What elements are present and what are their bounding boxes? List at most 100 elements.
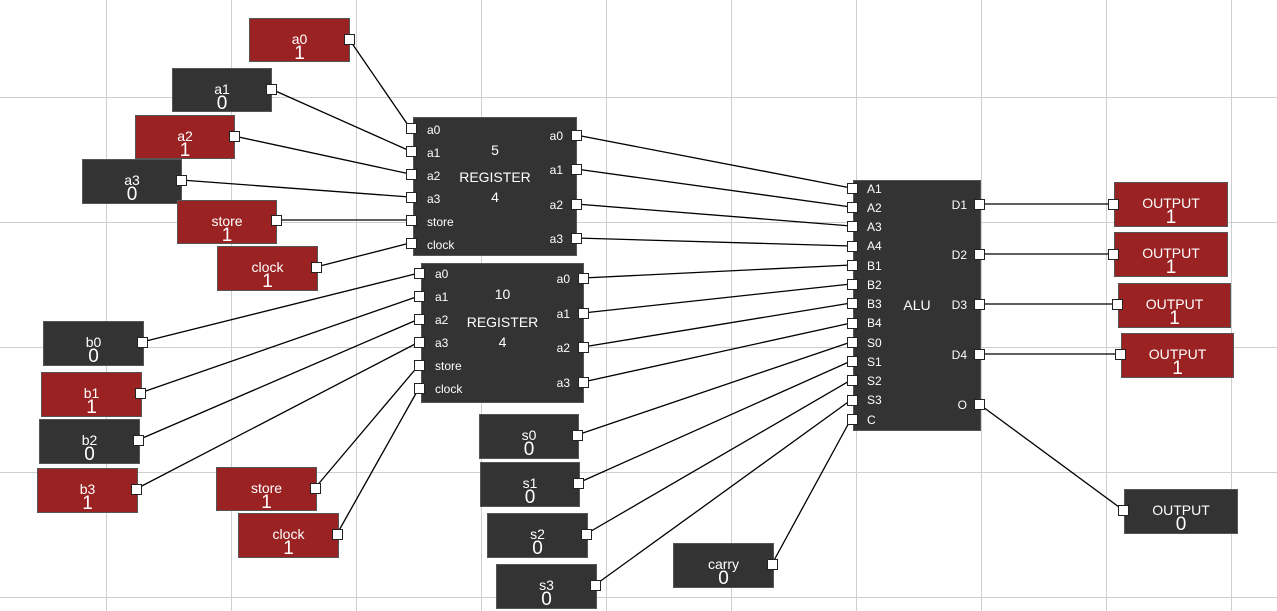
alu-port-out-o[interactable] xyxy=(974,399,985,410)
reg1-port-in-clock[interactable] xyxy=(406,238,417,249)
reg2-port-out-a2[interactable] xyxy=(578,342,589,353)
input-port-b3[interactable] xyxy=(131,484,142,495)
register-chip-1[interactable]: a0 a1 a2 a3 store clock a0 a1 a2 a3 5 RE… xyxy=(413,117,577,256)
input-port-a3[interactable] xyxy=(176,175,187,186)
output-label: OUTPUT xyxy=(1152,502,1210,518)
switch-label: a1 xyxy=(214,81,230,97)
alu-port-out-d3[interactable] xyxy=(974,299,985,310)
alu-in-b3-label: B3 xyxy=(867,297,882,311)
reg1-port-in-a3[interactable] xyxy=(406,192,417,203)
output-port-d2[interactable] xyxy=(1108,249,1119,260)
input-switch-store-2[interactable]: store 1 xyxy=(216,467,317,512)
output-port-d1[interactable] xyxy=(1108,199,1119,210)
alu-port-in-c[interactable] xyxy=(847,414,858,425)
input-switch-s1[interactable]: s1 0 xyxy=(480,462,580,507)
input-port-store-1[interactable] xyxy=(271,215,282,226)
reg1-port-out-a3[interactable] xyxy=(571,233,582,244)
input-port-s1[interactable] xyxy=(573,478,584,489)
input-switch-carry[interactable]: carry 0 xyxy=(673,543,774,588)
input-port-store-2[interactable] xyxy=(310,483,321,494)
input-switch-b0[interactable]: b0 0 xyxy=(43,321,144,366)
alu-port-out-d1[interactable] xyxy=(974,199,985,210)
reg2-port-in-a0[interactable] xyxy=(414,268,425,279)
input-switch-a2[interactable]: a2 1 xyxy=(135,115,235,160)
reg1-out-a2-label: a2 xyxy=(549,198,563,212)
input-port-s2[interactable] xyxy=(581,529,592,540)
reg1-port-out-a2[interactable] xyxy=(571,199,582,210)
reg2-port-in-a3[interactable] xyxy=(414,337,425,348)
input-port-b1[interactable] xyxy=(135,388,146,399)
input-switch-a1[interactable]: a1 0 xyxy=(172,68,272,113)
alu-in-b4-label: B4 xyxy=(867,316,882,330)
input-switch-a3[interactable]: a3 0 xyxy=(82,159,182,204)
switch-label: s1 xyxy=(522,475,538,491)
input-port-b0[interactable] xyxy=(137,337,148,348)
alu-port-in-b3[interactable] xyxy=(847,298,858,309)
alu-port-out-d4[interactable] xyxy=(974,349,985,360)
reg2-port-in-a1[interactable] xyxy=(414,291,425,302)
alu-in-c-label: C xyxy=(867,413,876,427)
input-switch-b1[interactable]: b1 1 xyxy=(41,372,142,417)
input-port-clock-2[interactable] xyxy=(332,529,343,540)
output-port-o[interactable] xyxy=(1118,505,1129,516)
input-port-carry[interactable] xyxy=(767,559,778,570)
reg2-port-in-store[interactable] xyxy=(414,360,425,371)
alu-port-in-s3[interactable] xyxy=(847,395,858,406)
input-switch-s3[interactable]: s3 0 xyxy=(496,564,597,609)
reg2-port-out-a0[interactable] xyxy=(578,273,589,284)
input-switch-store-1[interactable]: store 1 xyxy=(177,200,277,245)
alu-port-in-b2[interactable] xyxy=(847,279,858,290)
input-switch-a0[interactable]: a0 1 xyxy=(249,18,350,64)
alu-port-in-s1[interactable] xyxy=(847,356,858,367)
input-switch-b2[interactable]: b2 0 xyxy=(39,419,140,464)
input-port-a1[interactable] xyxy=(266,84,277,95)
input-port-s0[interactable] xyxy=(572,430,583,441)
reg1-port-out-a0[interactable] xyxy=(571,130,582,141)
input-switch-s2[interactable]: s2 0 xyxy=(487,513,588,558)
alu-port-out-d2[interactable] xyxy=(974,249,985,260)
alu-port-in-a1[interactable] xyxy=(847,183,858,194)
reg1-port-out-a1[interactable] xyxy=(571,164,582,175)
input-port-a0[interactable] xyxy=(344,34,355,45)
alu-port-in-s0[interactable] xyxy=(847,337,858,348)
reg1-port-in-a1[interactable] xyxy=(406,146,417,157)
reg2-in-a3-label: a3 xyxy=(435,336,449,350)
output-port-d4[interactable] xyxy=(1115,349,1126,360)
input-switch-clock-1[interactable]: clock 1 xyxy=(217,246,318,291)
reg2-port-in-a2[interactable] xyxy=(414,314,425,325)
reg2-out-a2-label: a2 xyxy=(556,341,570,355)
input-port-a2[interactable] xyxy=(229,131,240,142)
alu-port-in-a4[interactable] xyxy=(847,241,858,252)
input-switch-clock-2[interactable]: clock 1 xyxy=(238,513,339,558)
alu-port-in-s2[interactable] xyxy=(847,375,858,386)
reg1-port-in-store[interactable] xyxy=(406,215,417,226)
input-switch-s0[interactable]: s0 0 xyxy=(479,414,579,459)
alu-port-in-a2[interactable] xyxy=(847,202,858,213)
switch-value: 1 xyxy=(283,538,294,559)
wire-18 xyxy=(582,283,852,314)
alu-in-a3-label: A3 xyxy=(867,220,882,234)
alu-in-s1-label: S1 xyxy=(867,355,882,369)
alu-port-in-a3[interactable] xyxy=(847,221,858,232)
input-port-clock-1[interactable] xyxy=(311,262,322,273)
reg1-port-in-a0[interactable] xyxy=(406,123,417,134)
output-port-d3[interactable] xyxy=(1112,299,1123,310)
register-chip-2[interactable]: a0 a1 a2 a3 store clock a0 a1 a2 a3 10 R… xyxy=(421,263,584,403)
switch-value: 1 xyxy=(294,43,305,64)
wire-17 xyxy=(582,264,852,279)
reg2-port-out-a1[interactable] xyxy=(578,308,589,319)
reg2-port-in-clock[interactable] xyxy=(414,383,425,394)
reg1-out-a3-label: a3 xyxy=(549,232,563,246)
input-switch-b3[interactable]: b3 1 xyxy=(37,468,138,513)
reg1-port-in-a2[interactable] xyxy=(406,169,417,180)
switch-label: b2 xyxy=(81,432,98,448)
alu-chip[interactable]: A1 A2 A3 A4 B1 B2 B3 B4 S0 S1 S2 S3 C D1… xyxy=(853,180,981,431)
input-port-s3[interactable] xyxy=(590,580,601,591)
input-port-b2[interactable] xyxy=(133,435,144,446)
reg2-port-out-a3[interactable] xyxy=(578,377,589,388)
reg1-in-a1-label: a1 xyxy=(427,146,441,160)
output-lamp-d2: OUTPUT 1 xyxy=(1114,232,1228,277)
alu-port-in-b4[interactable] xyxy=(847,318,858,329)
alu-port-in-b1[interactable] xyxy=(847,260,858,271)
switch-value: 0 xyxy=(84,444,95,465)
